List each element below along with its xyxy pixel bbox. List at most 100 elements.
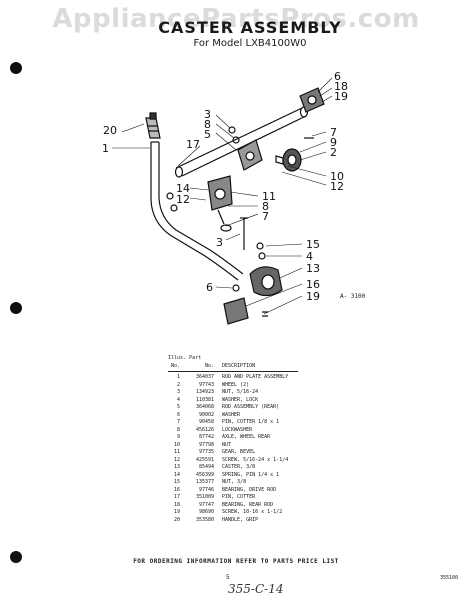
row-description: ROD ASSEMBLY (REAR): [222, 404, 280, 410]
callout-11: 11: [262, 190, 276, 203]
callout-3-lower: 3: [216, 236, 223, 249]
callout-19-upper: 19: [334, 90, 348, 103]
row-illus-no: 19: [173, 509, 180, 515]
row-description: GEAR, BEVEL: [222, 449, 256, 455]
handwritten-note: 355-C-14: [228, 582, 284, 596]
row-description: BEARING, REAR ROD: [222, 501, 274, 508]
row-illus-no: 1: [176, 374, 180, 380]
callout-8-upper: 8: [204, 118, 211, 131]
callout-4: 4: [306, 250, 313, 263]
row-illus-no: 3: [176, 389, 180, 395]
header-illus-no: No.: [170, 362, 180, 369]
caster-lower: [249, 266, 283, 297]
header-description: DESCRIPTION: [222, 362, 256, 369]
drive-rod-bearing: [223, 297, 249, 325]
row-illus-no: 10: [173, 441, 180, 448]
callout-2: 2: [330, 146, 337, 159]
row-part-no: 110381: [195, 396, 214, 403]
callout-9: 9: [330, 136, 337, 149]
header-rule: [168, 371, 298, 372]
row-illus-no: 18: [173, 501, 180, 508]
callout-1: 1: [102, 142, 109, 155]
callout-5: 5: [204, 128, 211, 141]
row-part-no: 97743: [198, 381, 214, 388]
row-part-no: 90002: [198, 411, 214, 418]
watermark: AppliancePartsPros.com: [52, 4, 420, 34]
callout-6-lower: 6: [206, 281, 213, 294]
row-description: AXLE, WHEEL REAR: [222, 434, 271, 440]
binder-hole-top: [10, 62, 22, 74]
document-number: 355100: [440, 575, 459, 581]
row-illus-no: 8: [176, 426, 180, 433]
row-description: NUT, 3/8: [222, 479, 247, 485]
row-description: SCREW, 5/16-24 x 1-1/4: [222, 456, 289, 463]
row-illus-no: 14: [173, 471, 180, 478]
page-number: 5: [226, 574, 230, 581]
row-illus-no: 17: [173, 494, 180, 500]
row-description: CASTER, 3/8: [222, 464, 256, 470]
diagram-title: CASTER ASSEMBLY: [158, 18, 342, 37]
ordering-footer: FOR ORDERING INFORMATION REFER TO PARTS …: [133, 558, 339, 565]
row-illus-no: 2: [176, 381, 180, 388]
row-description: SCREW, 10-16 x 1-1/2: [222, 509, 283, 515]
exploded-view-drawing: 20 1 3 8 5 17 6 18 19 7 9 2 10 12 14 12 …: [102, 70, 348, 325]
header-part-no: No.: [204, 362, 214, 369]
row-part-no: 97735: [198, 449, 214, 455]
row-description: PIN, COTTER 1/8 x 1: [222, 419, 280, 425]
handle-grip: [145, 112, 161, 139]
row-part-no: 97746: [198, 486, 214, 493]
parts-row: 2 97743 WHEEL (2): [168, 382, 348, 390]
parts-header-line1: Illus. Part: [168, 355, 202, 361]
row-illus-no: 12: [173, 456, 180, 463]
row-part-no: 85494: [198, 464, 214, 470]
callout-7-upper: 7: [330, 126, 337, 139]
row-description: WASHER: [222, 411, 241, 418]
callout-12-right: 12: [330, 180, 344, 193]
parts-row: 20 353580 HANDLE, GRIP: [168, 517, 348, 525]
callout-14: 14: [176, 182, 190, 195]
row-description: WHEEL (2): [222, 381, 250, 388]
row-illus-no: 15: [173, 479, 180, 485]
callout-12-left: 12: [176, 193, 190, 206]
row-part-no: 353580: [195, 516, 214, 523]
binder-hole-middle: [10, 302, 22, 314]
callout-8-lower: 8: [262, 200, 269, 213]
parts-row: 7 90458 PIN, COTTER 1/8 x 1: [168, 419, 348, 427]
row-illus-no: 7: [176, 419, 180, 425]
callout-10: 10: [330, 170, 344, 183]
callout-18: 18: [334, 80, 348, 93]
callout-20: 20: [103, 124, 117, 137]
row-description: HANDLE, GRIP: [222, 516, 259, 523]
callout-6-upper: 6: [334, 70, 341, 83]
row-illus-no: 20: [173, 516, 180, 523]
row-part-no: 364068: [195, 404, 214, 410]
bevel-gear-bracket: [207, 175, 233, 232]
callout-13: 13: [306, 262, 320, 275]
row-description: SPRING, PIN 1/4 x 1: [222, 471, 280, 478]
row-part-no: 135377: [195, 479, 214, 485]
row-part-no: 97798: [198, 441, 214, 448]
figure-reference: A- 3100: [340, 293, 366, 300]
row-part-no: 90458: [198, 419, 214, 425]
callout-15: 15: [306, 238, 320, 251]
parts-row: 13 85494 CASTER, 3/8: [168, 464, 348, 472]
row-illus-no: 13: [173, 464, 180, 470]
callout-3-upper: 3: [204, 108, 211, 121]
